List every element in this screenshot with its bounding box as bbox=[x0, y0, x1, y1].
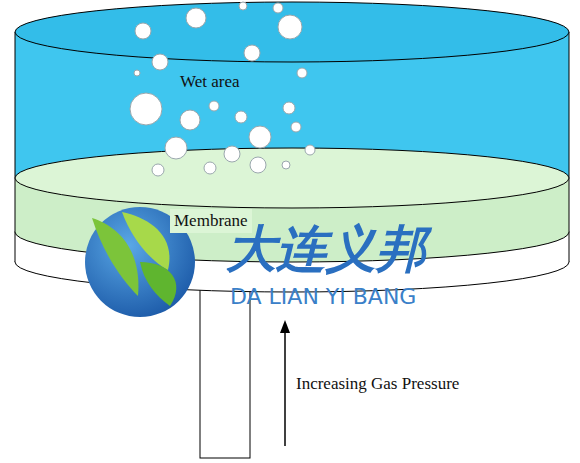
region-label: Wet area bbox=[180, 72, 240, 92]
membrane-top bbox=[15, 148, 569, 208]
watermark-pinyin: DA LIAN YI BANG bbox=[230, 284, 416, 309]
pressure-arrow bbox=[284, 330, 286, 446]
wet-area-top bbox=[15, 2, 569, 62]
watermark-chinese: 大连义邦 bbox=[226, 216, 426, 283]
pressure-arrowhead bbox=[280, 320, 290, 333]
wet-area-region: Wet area bbox=[176, 70, 244, 94]
axis-caption: Increasing Gas Pressure bbox=[296, 374, 459, 394]
gas-bubbles bbox=[130, 2, 315, 176]
